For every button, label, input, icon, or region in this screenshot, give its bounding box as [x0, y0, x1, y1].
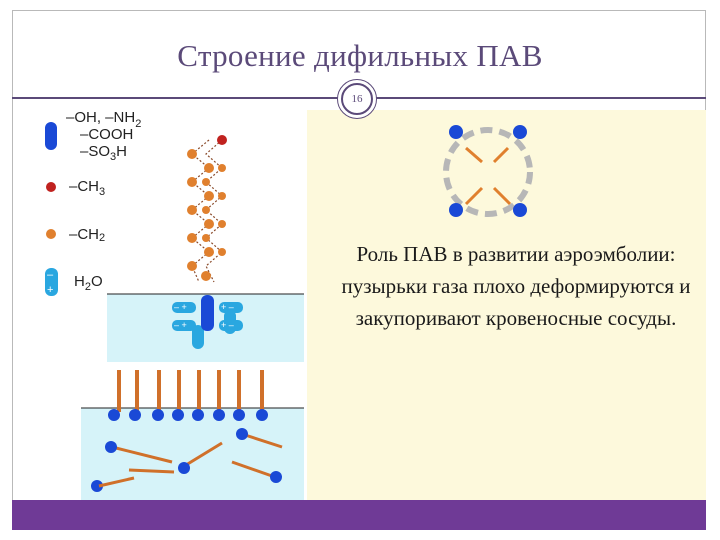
- svg-text:+ –: + –: [221, 320, 234, 330]
- bubble-outline: [443, 127, 533, 217]
- methylene-group: [218, 192, 226, 200]
- legend-methylene: –CH2: [69, 226, 105, 244]
- water-layer-bottom: [81, 408, 304, 500]
- methylene-group: [218, 248, 226, 256]
- dissolved-surfactant-molecules: [91, 428, 283, 492]
- legend-polar-line2: –COOH: [80, 126, 133, 143]
- polar-head: [201, 295, 214, 331]
- surfactant-tail: [492, 146, 510, 164]
- svg-text:– +: – +: [174, 302, 187, 312]
- surfactant-head: [513, 125, 527, 139]
- methylene-group: [202, 178, 210, 186]
- footer-bar: [12, 500, 706, 530]
- water-dipole-legend-icon: [45, 268, 58, 296]
- methylene-group: [202, 234, 210, 242]
- legend-water: H2O: [74, 273, 103, 293]
- slide-title: Строение дифильных ПАВ: [177, 38, 543, 73]
- hydrocarbon-chain: [187, 135, 227, 283]
- surfactant-tail: [492, 186, 512, 206]
- methylene-group: [187, 233, 197, 243]
- page-number: 16: [341, 83, 373, 115]
- surfactant-head: [449, 125, 463, 139]
- svg-text:+ –: + –: [221, 302, 234, 312]
- surfactant-structure-illustration: –OH, –NH2 –COOH –SO3H –CH3 –CH2 – + H2O: [45, 109, 304, 500]
- methyl-group: [217, 135, 227, 145]
- methylene-legend-icon: [46, 229, 56, 239]
- dipole-minus-sign: –: [47, 269, 54, 281]
- methylene-group: [187, 177, 197, 187]
- methyl-legend-icon: [46, 182, 56, 192]
- methylene-group: [204, 191, 214, 201]
- surfactant-head: [449, 203, 463, 217]
- methylene-group: [201, 271, 211, 281]
- methylene-group: [204, 163, 214, 173]
- methylene-group: [218, 164, 226, 172]
- svg-text:– +: – +: [174, 320, 187, 330]
- methylene-group: [187, 261, 197, 271]
- methylene-group: [187, 149, 197, 159]
- methylene-group: [187, 205, 197, 215]
- surfactant-head: [513, 203, 527, 217]
- methylene-group: [204, 247, 214, 257]
- legend-polar-line1: –OH, –NH2: [66, 109, 141, 130]
- methylene-group: [202, 206, 210, 214]
- text-panel-background: [307, 110, 706, 500]
- legend-polar-line3: –SO3H: [80, 143, 127, 163]
- aeroembolism-explanation: Роль ПАВ в развитии аэроэмболии: пузырьк…: [341, 242, 691, 330]
- methylene-group: [204, 219, 214, 229]
- methylene-group: [218, 220, 226, 228]
- surfactant-monolayer: [108, 370, 268, 421]
- dipole-plus-sign: +: [47, 284, 53, 296]
- surfactant-tail: [465, 146, 483, 164]
- legend-methyl: –CH3: [69, 178, 105, 198]
- surfactant-tail: [464, 186, 484, 206]
- gas-bubble-illustration: [443, 125, 533, 217]
- polar-head-legend-icon: [45, 122, 57, 150]
- hydrated-polar-head: – + + – – + + –: [172, 295, 243, 349]
